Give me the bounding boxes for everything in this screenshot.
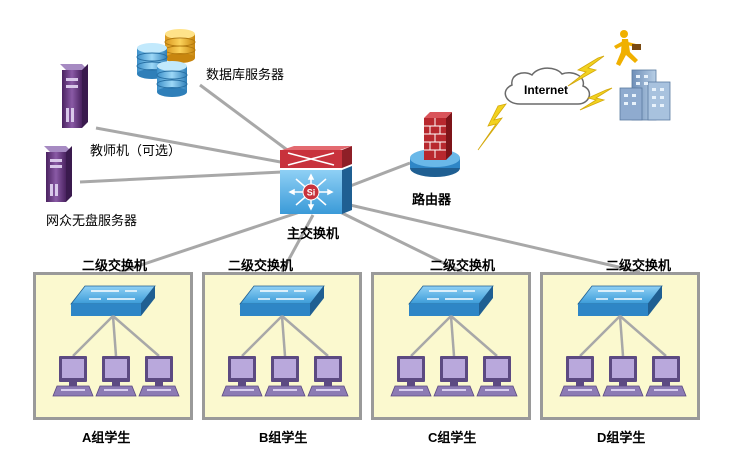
link-router xyxy=(344,161,411,190)
secondary-switch-a-icon xyxy=(70,285,156,316)
diskless-server-label: 网众无盘服务器 xyxy=(46,213,138,228)
person-running-icon xyxy=(614,30,641,66)
group-a-name: A组学生 xyxy=(82,430,131,445)
database-server-icon xyxy=(136,29,196,97)
router-label: 路由器 xyxy=(412,192,452,207)
main-switch-badge: Si xyxy=(307,188,316,198)
link-pc xyxy=(112,315,160,357)
student-pc-icon xyxy=(433,356,475,397)
group-c-switch-label: 二级交换机 xyxy=(430,258,496,273)
student-pc-icon xyxy=(221,356,263,397)
student-pc-icon xyxy=(602,356,644,397)
secondary-switch-c-icon xyxy=(408,285,494,316)
lightning-icon xyxy=(477,55,613,151)
link-pc xyxy=(241,315,283,357)
link-pc xyxy=(618,315,625,357)
group-b-name: B组学生 xyxy=(259,430,308,445)
link-pc xyxy=(410,315,452,357)
link-group-a xyxy=(119,210,301,274)
group-c-name: C组学生 xyxy=(428,430,477,445)
link-pc xyxy=(450,315,498,357)
link-db xyxy=(199,83,299,160)
student-pc-icon xyxy=(138,356,180,397)
link-diskless xyxy=(79,170,283,184)
main-switch-label: 主交换机 xyxy=(287,226,340,241)
group-d-name: D组学生 xyxy=(597,430,646,445)
link-pc xyxy=(280,315,287,357)
secondary-switch-b-icon xyxy=(239,285,325,316)
main-switch-icon: Si xyxy=(280,146,352,214)
student-pc-icon xyxy=(476,356,518,397)
student-pc-icon xyxy=(645,356,687,397)
links xyxy=(79,83,641,274)
group-d-devices xyxy=(559,285,687,397)
link-group-b xyxy=(280,214,315,273)
db-server-label: 数据库服务器 xyxy=(206,67,285,82)
office-building-icon xyxy=(619,69,671,121)
diskless-server-icon xyxy=(44,146,72,202)
student-pc-icon xyxy=(390,356,432,397)
group-b-devices xyxy=(221,285,349,397)
group-a-switch-label: 二级交换机 xyxy=(82,258,148,273)
student-pc-icon xyxy=(559,356,601,397)
student-pc-icon xyxy=(95,356,137,397)
student-pc-icon xyxy=(307,356,349,397)
link-pc xyxy=(449,315,456,357)
link-pc xyxy=(281,315,329,357)
link-group-c xyxy=(339,210,463,274)
internet-label: Internet xyxy=(524,83,568,97)
link-teacher xyxy=(95,126,287,165)
group-a-devices xyxy=(52,285,180,397)
internet-cloud-icon xyxy=(504,67,591,105)
link-group-d xyxy=(349,203,641,274)
firewall-icon xyxy=(424,112,452,160)
teacher-server-icon xyxy=(60,64,88,128)
link-pc xyxy=(111,315,118,357)
group-d-switch-label: 二级交换机 xyxy=(606,258,672,273)
group-b-switch-label: 二级交换机 xyxy=(228,258,294,273)
link-pc xyxy=(619,315,667,357)
link-pc xyxy=(579,315,621,357)
student-pc-icon xyxy=(264,356,306,397)
teacher-label: 教师机（可选） xyxy=(90,143,182,158)
student-pc-icon xyxy=(52,356,94,397)
link-pc xyxy=(72,315,114,357)
group-c-devices xyxy=(390,285,518,397)
secondary-switch-d-icon xyxy=(577,285,663,316)
